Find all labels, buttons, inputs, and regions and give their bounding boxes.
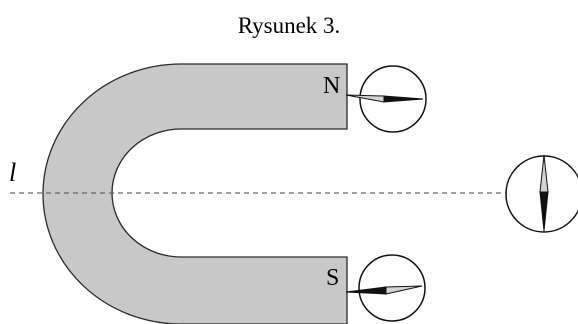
compass-needle-dark [383,95,424,103]
compass-needle-light [385,285,423,295]
pole-south-label: S [326,265,339,291]
horseshoe-magnet [42,63,348,324]
south-pole-compass [345,254,426,322]
axis-compass [505,154,578,233]
pole-north-label: N [323,73,340,99]
axis-label: l [9,158,16,187]
north-pole-compass [345,65,427,133]
compass-needle-dark [539,191,549,232]
figure-title: Rysunek 3. [237,13,341,38]
